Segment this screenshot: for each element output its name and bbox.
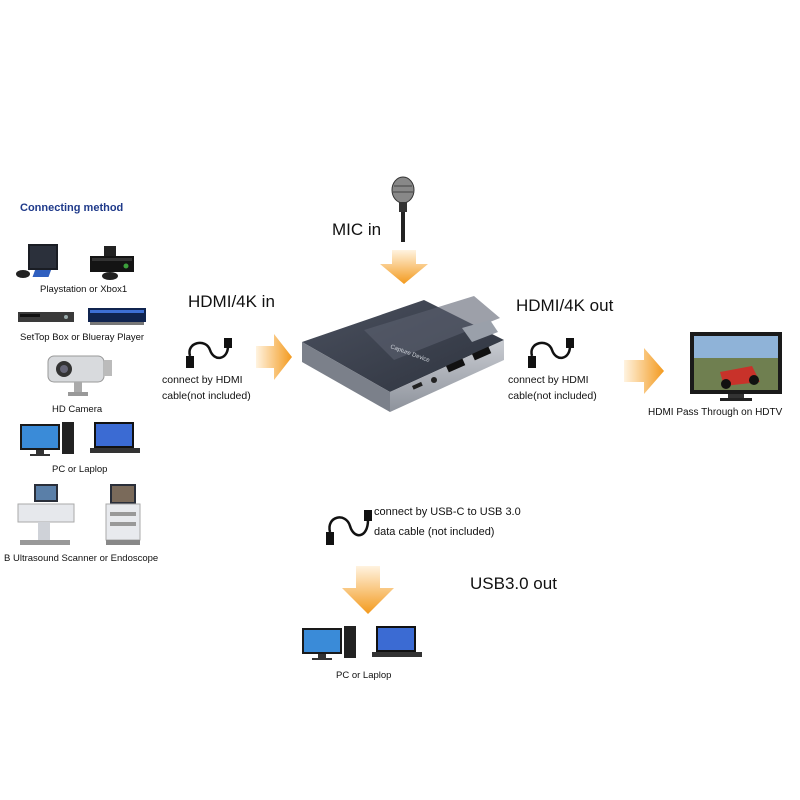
pc-laptop-icon — [20, 420, 144, 458]
arrow-down-usb-icon — [340, 566, 396, 616]
usb-note-line1: connect by USB-C to USB 3.0 — [374, 506, 521, 518]
usb-pc-laptop-icon — [302, 624, 426, 662]
hdmi-out-title: HDMI/4K out — [516, 296, 614, 315]
hdmi-in-note-line1: connect by HDMI — [162, 374, 243, 386]
usb-out-title: USB3.0 out — [470, 574, 557, 593]
usb-note: connect by USB-C to USB 3.0 data cable (… — [374, 502, 521, 542]
hdmi-cable-icon — [184, 336, 234, 370]
hdmi-in-note-line2: cable(not included) — [162, 390, 251, 402]
hdmi-in-note: connect by HDMI cable(not included) — [162, 372, 251, 404]
source-label-settop: SetTop Box or Blueray Player — [20, 332, 145, 343]
usb-note-line2: data cable (not included) — [374, 526, 495, 538]
hdmi-out-note-line1: connect by HDMI — [508, 374, 589, 386]
hdmi-out-cable-icon — [526, 336, 576, 370]
hdtv-icon — [690, 332, 782, 404]
usb-target-label: PC or Laplop — [336, 670, 392, 681]
hdtv-target-label: HDMI Pass Through on HDTV — [648, 407, 783, 418]
mic-in-title: MIC in — [332, 220, 382, 239]
hd-camera-icon — [44, 350, 114, 400]
source-label-ultrasound: B Ultrasound Scanner or Endoscope — [4, 553, 159, 564]
source-label-console: Playstation or Xbox1 — [40, 284, 128, 295]
hdmi-out-note: connect by HDMI cable(not included) — [508, 372, 597, 404]
hdmi-in-title: HDMI/4K in — [188, 292, 275, 311]
connecting-method-heading: Connecting method — [20, 202, 124, 214]
source-label-camera: HD Camera — [52, 404, 103, 415]
usb-cable-icon — [324, 508, 374, 548]
microphone-icon — [388, 176, 418, 248]
ultrasound-scanner-icon — [8, 482, 148, 548]
source-label-pc: PC or Laplop — [52, 464, 108, 475]
settop-box-icon — [18, 306, 150, 328]
arrow-down-mic-icon — [378, 250, 430, 286]
hdmi-out-note-line2: cable(not included) — [508, 390, 597, 402]
game-console-icon — [14, 240, 154, 282]
capture-device-image: Capture Device — [294, 296, 508, 416]
arrow-right-in-icon — [256, 332, 292, 382]
arrow-right-out-icon — [624, 348, 664, 394]
